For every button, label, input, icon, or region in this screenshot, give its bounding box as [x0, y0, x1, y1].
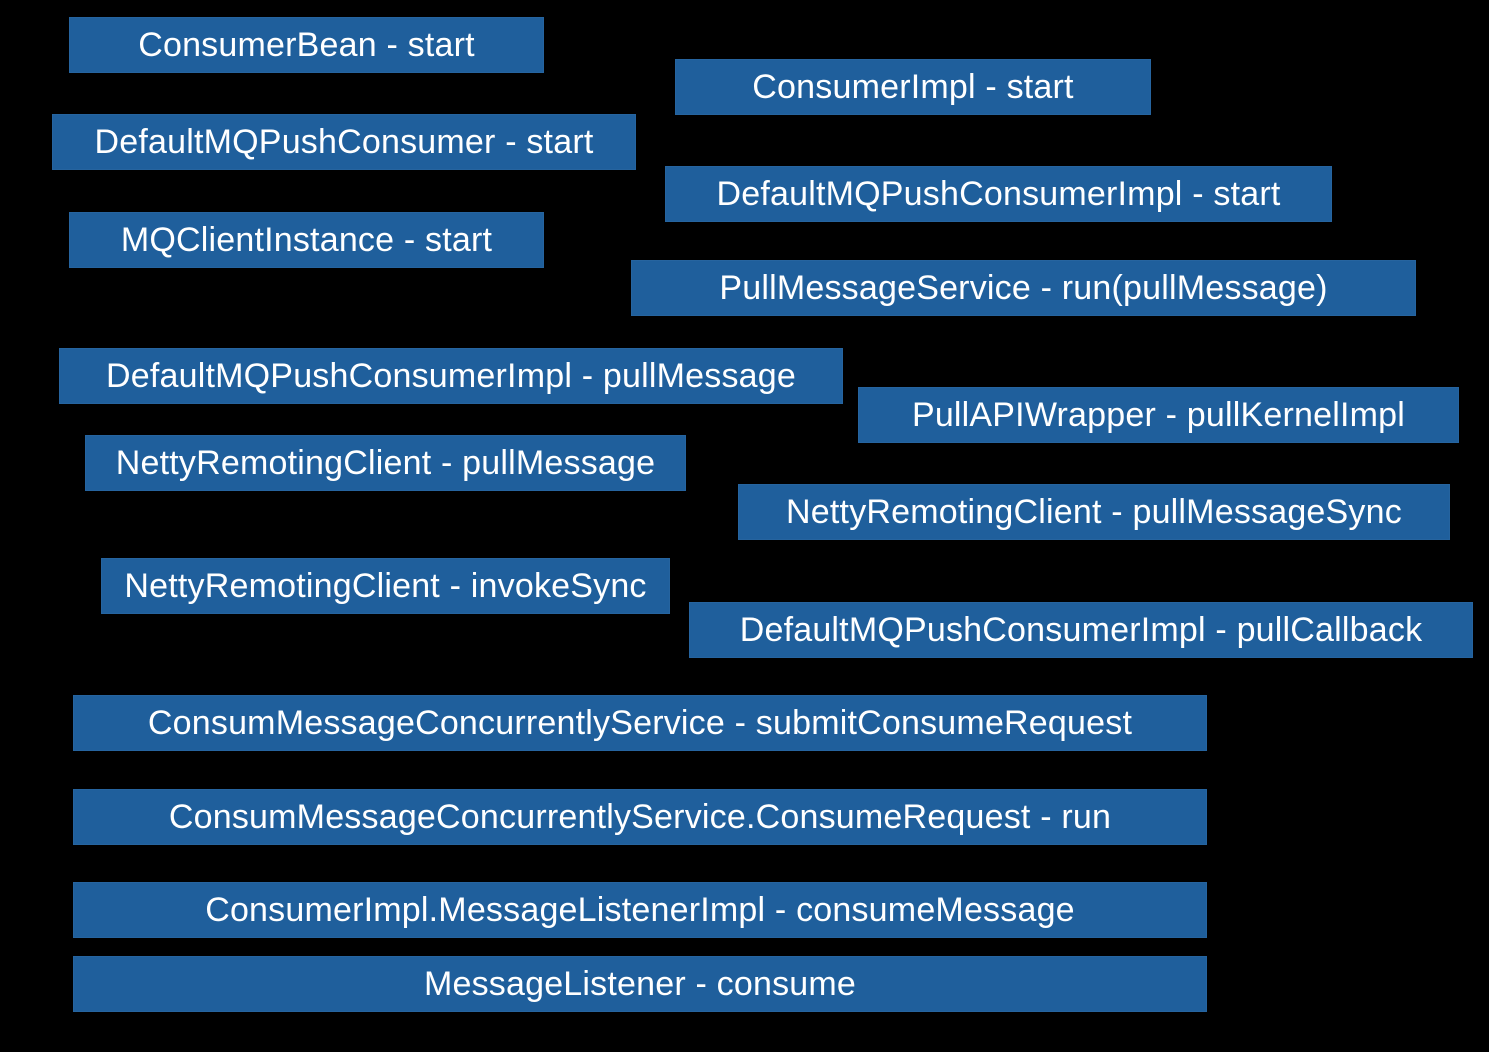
box-label: MQClientInstance - start	[120, 221, 493, 259]
box-messagelistenerimpl-consumemessage: ConsumerImpl.MessageListenerImpl - consu…	[73, 882, 1207, 938]
box-nettyremotingclient-invokesync: NettyRemotingClient - invokeSync	[101, 558, 670, 614]
box-label: DefaultMQPushConsumer - start	[94, 123, 594, 161]
box-defaultmqpushconsumer-start: DefaultMQPushConsumer - start	[52, 114, 636, 170]
box-label: ConsumerBean - start	[138, 26, 475, 64]
box-label: ConsumerImpl.MessageListenerImpl - consu…	[205, 891, 1075, 929]
box-consumerimpl-start: ConsumerImpl - start	[675, 59, 1151, 115]
box-pullapiwrapper-pullkernelimpl: PullAPIWrapper - pullKernelImpl	[858, 387, 1459, 443]
box-label: NettyRemotingClient - invokeSync	[124, 567, 647, 605]
box-consumerbean-start: ConsumerBean - start	[69, 17, 544, 73]
box-mqclientinstance-start: MQClientInstance - start	[69, 212, 544, 268]
box-label: NettyRemotingClient - pullMessage	[115, 444, 656, 482]
box-defaultmqpushconsumerimpl-start: DefaultMQPushConsumerImpl - start	[665, 166, 1332, 222]
box-pullmessageservice-run: PullMessageService - run(pullMessage)	[631, 260, 1416, 316]
box-label: ConsumMessageConcurrentlyService - submi…	[147, 704, 1133, 742]
box-label: PullAPIWrapper - pullKernelImpl	[911, 396, 1406, 434]
box-label: MessageListener - consume	[423, 965, 857, 1003]
box-messagelistener-consume: MessageListener - consume	[73, 956, 1207, 1012]
box-defaultmqpushconsumerimpl-pullmessage: DefaultMQPushConsumerImpl - pullMessage	[59, 348, 843, 404]
box-label: NettyRemotingClient - pullMessageSync	[786, 493, 1402, 531]
box-defaultmqpushconsumerimpl-pullcallback: DefaultMQPushConsumerImpl - pullCallback	[689, 602, 1473, 658]
box-label: PullMessageService - run(pullMessage)	[719, 269, 1328, 307]
box-label: DefaultMQPushConsumerImpl - pullCallback	[739, 611, 1423, 649]
box-nettyremotingclient-pullmessage: NettyRemotingClient - pullMessage	[85, 435, 686, 491]
box-nettyremotingclient-pullmessagesync: NettyRemotingClient - pullMessageSync	[738, 484, 1450, 540]
box-label: DefaultMQPushConsumerImpl - start	[716, 175, 1281, 213]
box-label: ConsumerImpl - start	[752, 68, 1074, 106]
box-label: DefaultMQPushConsumerImpl - pullMessage	[106, 357, 796, 395]
box-label: ConsumMessageConcurrentlyService.Consume…	[168, 798, 1112, 836]
box-consummessageconcurrentlyservice-submitconsumerequest: ConsumMessageConcurrentlyService - submi…	[73, 695, 1207, 751]
box-consumerequest-run: ConsumMessageConcurrentlyService.Consume…	[73, 789, 1207, 845]
